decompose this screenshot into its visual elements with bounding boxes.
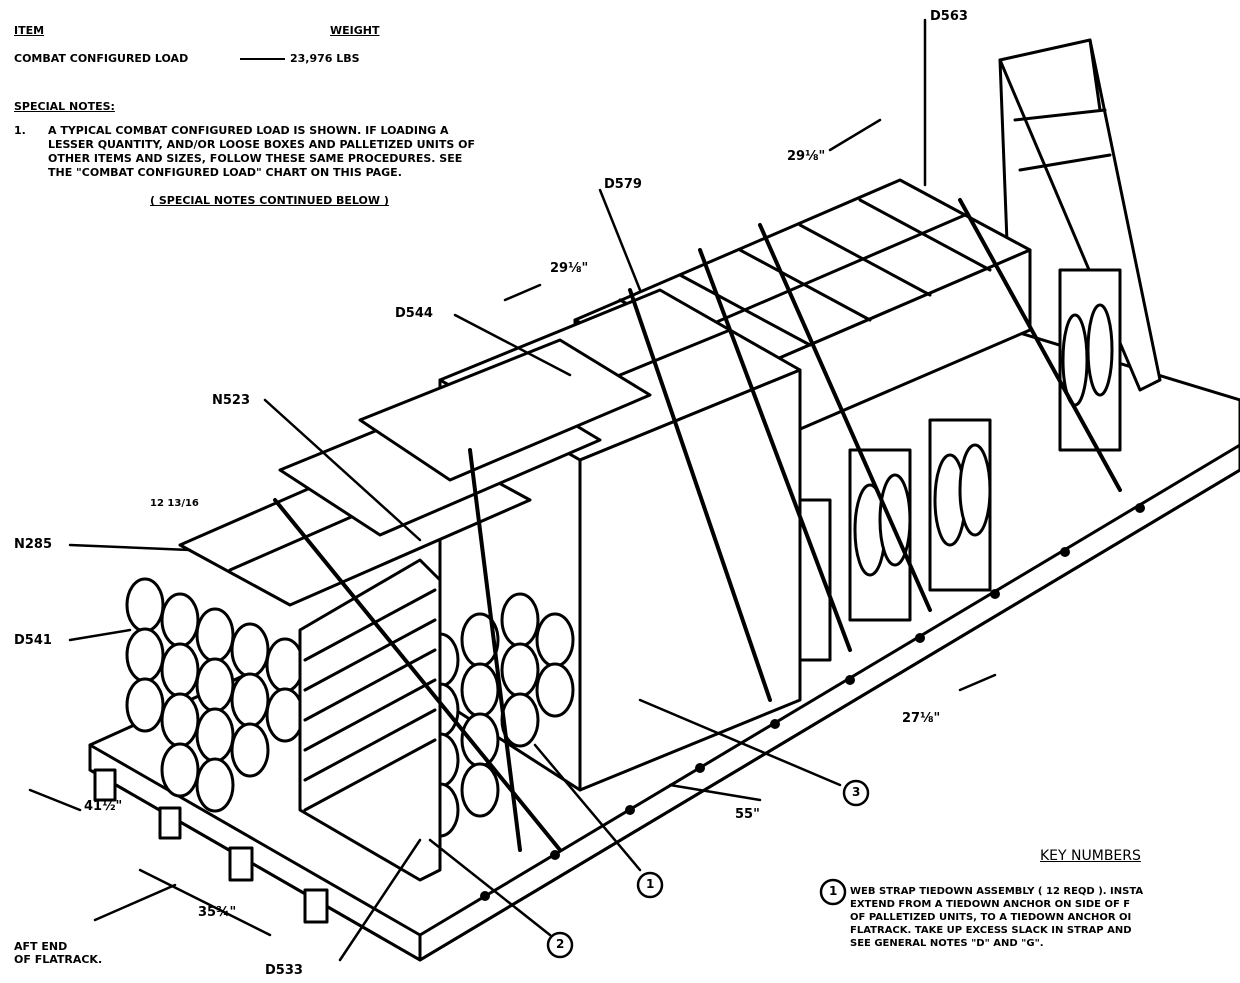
note1-line: LESSER QUANTITY, AND/OR LOOSE BOXES AND … bbox=[48, 138, 475, 151]
key-item1-number: 1 bbox=[829, 884, 838, 898]
aft-end-label: OF FLATRACK. bbox=[14, 953, 103, 966]
label-d579: D579 bbox=[604, 177, 642, 192]
dimension-29-lower: 29⅛" bbox=[550, 261, 589, 276]
item-header: ITEM bbox=[14, 24, 45, 37]
special-notes-title: SPECIAL NOTES: bbox=[14, 100, 115, 113]
key-item1-line: EXTEND FROM A TIEDOWN ANCHOR ON SIDE OF … bbox=[850, 899, 1131, 910]
dimension-27: 27⅛" bbox=[902, 711, 941, 726]
round-containers bbox=[125, 577, 575, 838]
label-d544: D544 bbox=[395, 306, 433, 321]
aft-end-label: AFT END bbox=[14, 940, 68, 953]
callout-3-circle bbox=[842, 779, 870, 807]
special-notes-continued: ( SPECIAL NOTES CONTINUED BELOW ) bbox=[150, 194, 389, 207]
front-boxes bbox=[178, 338, 652, 607]
callout-2: 2 bbox=[556, 937, 565, 951]
load-name: COMBAT CONFIGURED LOAD bbox=[14, 52, 189, 65]
callout-2-circle bbox=[546, 931, 574, 959]
load-leader bbox=[240, 58, 285, 60]
key-numbers-title: KEY NUMBERS bbox=[1040, 848, 1141, 864]
key-item1-circle bbox=[819, 878, 847, 906]
callout-1: 1 bbox=[646, 877, 655, 891]
label-n285: N285 bbox=[14, 537, 53, 552]
dimension-41: 41½" bbox=[84, 799, 123, 814]
key-item1-line: SEE GENERAL NOTES "D" AND "G". bbox=[850, 938, 1044, 949]
key-item1-line: WEB STRAP TIEDOWN ASSEMBLY ( 12 REQD ). … bbox=[850, 886, 1144, 897]
key-item1-line: OF PALLETIZED UNITS, TO A TIEDOWN ANCHOR… bbox=[850, 912, 1132, 923]
straps bbox=[273, 198, 1122, 852]
callout-3: 3 bbox=[852, 785, 861, 799]
callout-1-circle bbox=[636, 871, 664, 899]
shell-pallets bbox=[768, 268, 1122, 662]
key-item1-line: FLATRACK. TAKE UP EXCESS SLACK IN STRAP … bbox=[850, 925, 1132, 936]
stacked-unit bbox=[298, 558, 442, 882]
leaders bbox=[28, 18, 997, 962]
label-n523: N523 bbox=[212, 393, 251, 408]
dimension-35: 35¾" bbox=[198, 905, 237, 920]
weight-header: WEIGHT bbox=[330, 24, 380, 37]
note1-line: THE "COMBAT CONFIGURED LOAD" CHART ON TH… bbox=[48, 166, 402, 179]
note1-line: A TYPICAL COMBAT CONFIGURED LOAD IS SHOW… bbox=[48, 124, 449, 137]
note1-number: 1. bbox=[14, 124, 26, 137]
note1-line: OTHER ITEMS AND SIZES, FOLLOW THESE SAME… bbox=[48, 152, 463, 165]
label-d541: D541 bbox=[14, 633, 52, 648]
dimension-29-upper: 29⅛" bbox=[787, 149, 826, 164]
label-d563: D563 bbox=[930, 9, 968, 24]
dimension-55: 55" bbox=[735, 807, 760, 822]
dimension-12: 12 13/16 bbox=[150, 498, 199, 509]
label-d533: D533 bbox=[265, 963, 303, 978]
load-weight: 23,976 LBS bbox=[290, 52, 360, 65]
